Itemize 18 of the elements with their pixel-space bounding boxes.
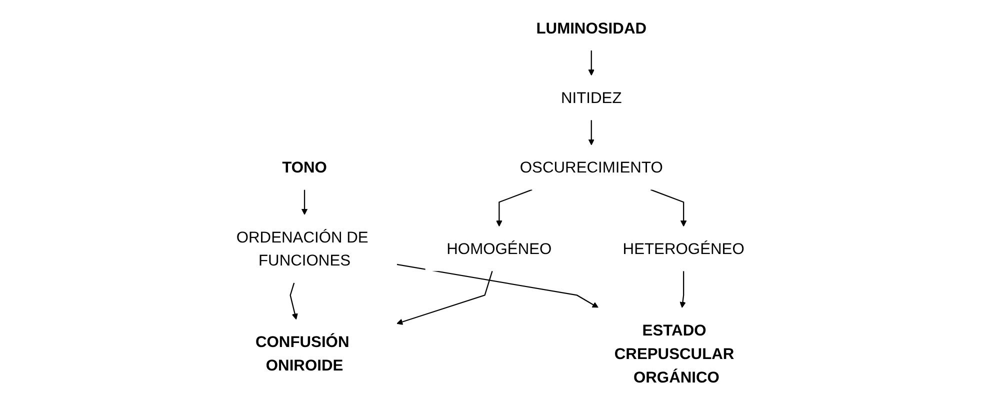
arrow xyxy=(588,120,594,146)
node-text: OSCURECIMIENTO xyxy=(520,158,663,176)
arrow xyxy=(588,50,594,76)
node-text: HOMOGÉNEO xyxy=(446,240,552,258)
node-text: NITIDEZ xyxy=(560,88,622,107)
node-text: ESTADO CREPUSCULAR ORGÁNICO xyxy=(614,321,734,386)
arrow xyxy=(396,270,493,325)
node-text: HETEROGÉNEO xyxy=(622,240,744,258)
node-text: LUMINOSIDAD xyxy=(536,19,647,37)
arrow xyxy=(680,271,686,308)
node-text: CONFUSIÓN ONIROIDE xyxy=(255,332,350,374)
node-text: TONO xyxy=(282,158,327,176)
arrow xyxy=(650,189,687,227)
arrow xyxy=(396,264,598,308)
arrow xyxy=(290,282,298,320)
arrow xyxy=(496,189,532,227)
node-text: ORDENACIÓN DE FUNCIONES xyxy=(236,228,368,270)
arrow xyxy=(301,190,308,215)
